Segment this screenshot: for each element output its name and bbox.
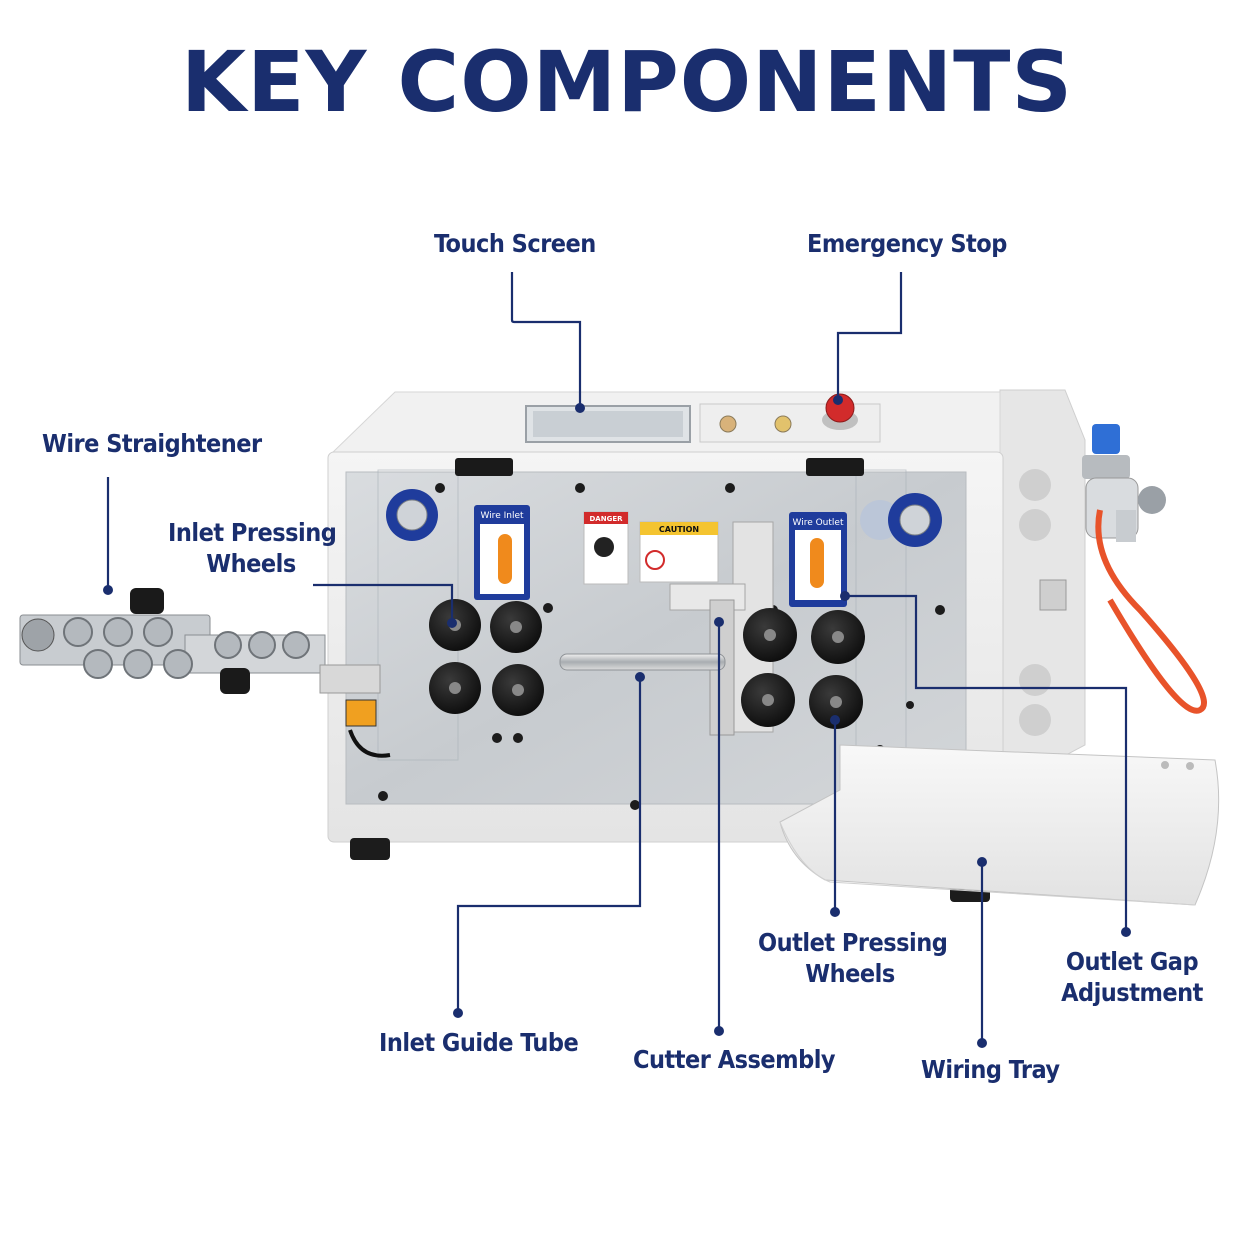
- label-inlet-pressing-wheels-line2: Wheels: [206, 549, 296, 578]
- touch-screen-part: [525, 405, 691, 443]
- page-title: KEY COMPONENTS: [181, 33, 1073, 131]
- danger-text: DANGER: [589, 515, 623, 523]
- touch-screen-leader: [510, 272, 582, 408]
- label-outlet-pressing-wheels-line2: Wheels: [805, 959, 895, 988]
- wiring-tray-part: [779, 744, 1220, 906]
- inlet-pressing-wheels-part: [429, 599, 544, 716]
- emergency-stop-leader: [836, 272, 903, 400]
- label-outlet-gap-adjustment-line2: Adjustment: [1061, 978, 1203, 1007]
- bearing-right: [860, 493, 942, 547]
- bearing-left: [386, 489, 438, 541]
- inlet-guide-tube-pointer: [635, 672, 645, 682]
- emergency-stop-part: [822, 393, 858, 430]
- inlet-pressing-wheels-pointer: [447, 618, 457, 628]
- wire-inlet-text: Wire Inlet: [480, 511, 523, 521]
- outlet-gap-adjustment-pointer: [840, 591, 850, 601]
- label-inlet-guide-tube: Inlet Guide Tube: [379, 1028, 579, 1057]
- air-regulator-part: [1039, 424, 1207, 714]
- label-outlet-pressing-wheels: Outlet Pressing Wheels: [758, 927, 948, 989]
- label-wire-straightener: Wire Straightener: [42, 429, 262, 458]
- inlet-pressing-wheels-leader: [313, 583, 454, 623]
- wire-straightener-pointer: [103, 585, 113, 595]
- leader-lines: [103, 272, 1131, 1048]
- outlet-pressing-wheels-pointer: [830, 715, 840, 725]
- caution-label: CAUTION: [639, 521, 719, 583]
- label-outlet-pressing-wheels-line1: Outlet Pressing: [758, 928, 948, 957]
- danger-label: DANGER: [583, 511, 629, 585]
- inlet-guide-tube-leader: [456, 677, 642, 1013]
- label-outlet-gap-adjustment: Outlet Gap Adjustment: [1060, 946, 1204, 1008]
- outlet-pressing-wheels-part: [741, 608, 865, 729]
- emergency-stop-pointer: [833, 395, 843, 405]
- label-cutter-assembly: Cutter Assembly: [633, 1045, 836, 1074]
- label-inlet-pressing-wheels: Inlet Pressing Wheels: [168, 517, 337, 579]
- label-wiring-tray: Wiring Tray: [921, 1055, 1060, 1084]
- touch-screen-pointer: [575, 403, 585, 413]
- outlet-gap-adjustment-leader: [845, 594, 1128, 932]
- label-emergency-stop: Emergency Stop: [807, 229, 1007, 258]
- wire-straightener-part: [19, 588, 391, 758]
- wire-inlet-gauge: Wire Inlet: [474, 505, 530, 600]
- caution-text: CAUTION: [659, 525, 699, 534]
- wire-outlet-text: Wire Outlet: [793, 518, 844, 528]
- wiring-tray-pointer: [977, 857, 987, 867]
- wire-outlet-gauge: Wire Outlet: [789, 512, 847, 607]
- label-inlet-pressing-wheels-line1: Inlet Pressing: [168, 518, 337, 547]
- label-touch-screen: Touch Screen: [434, 229, 596, 258]
- cutter-assembly-pointer: [714, 617, 724, 627]
- label-outlet-gap-adjustment-line1: Outlet Gap: [1065, 947, 1199, 976]
- inlet-guide-tube-part: [559, 653, 726, 671]
